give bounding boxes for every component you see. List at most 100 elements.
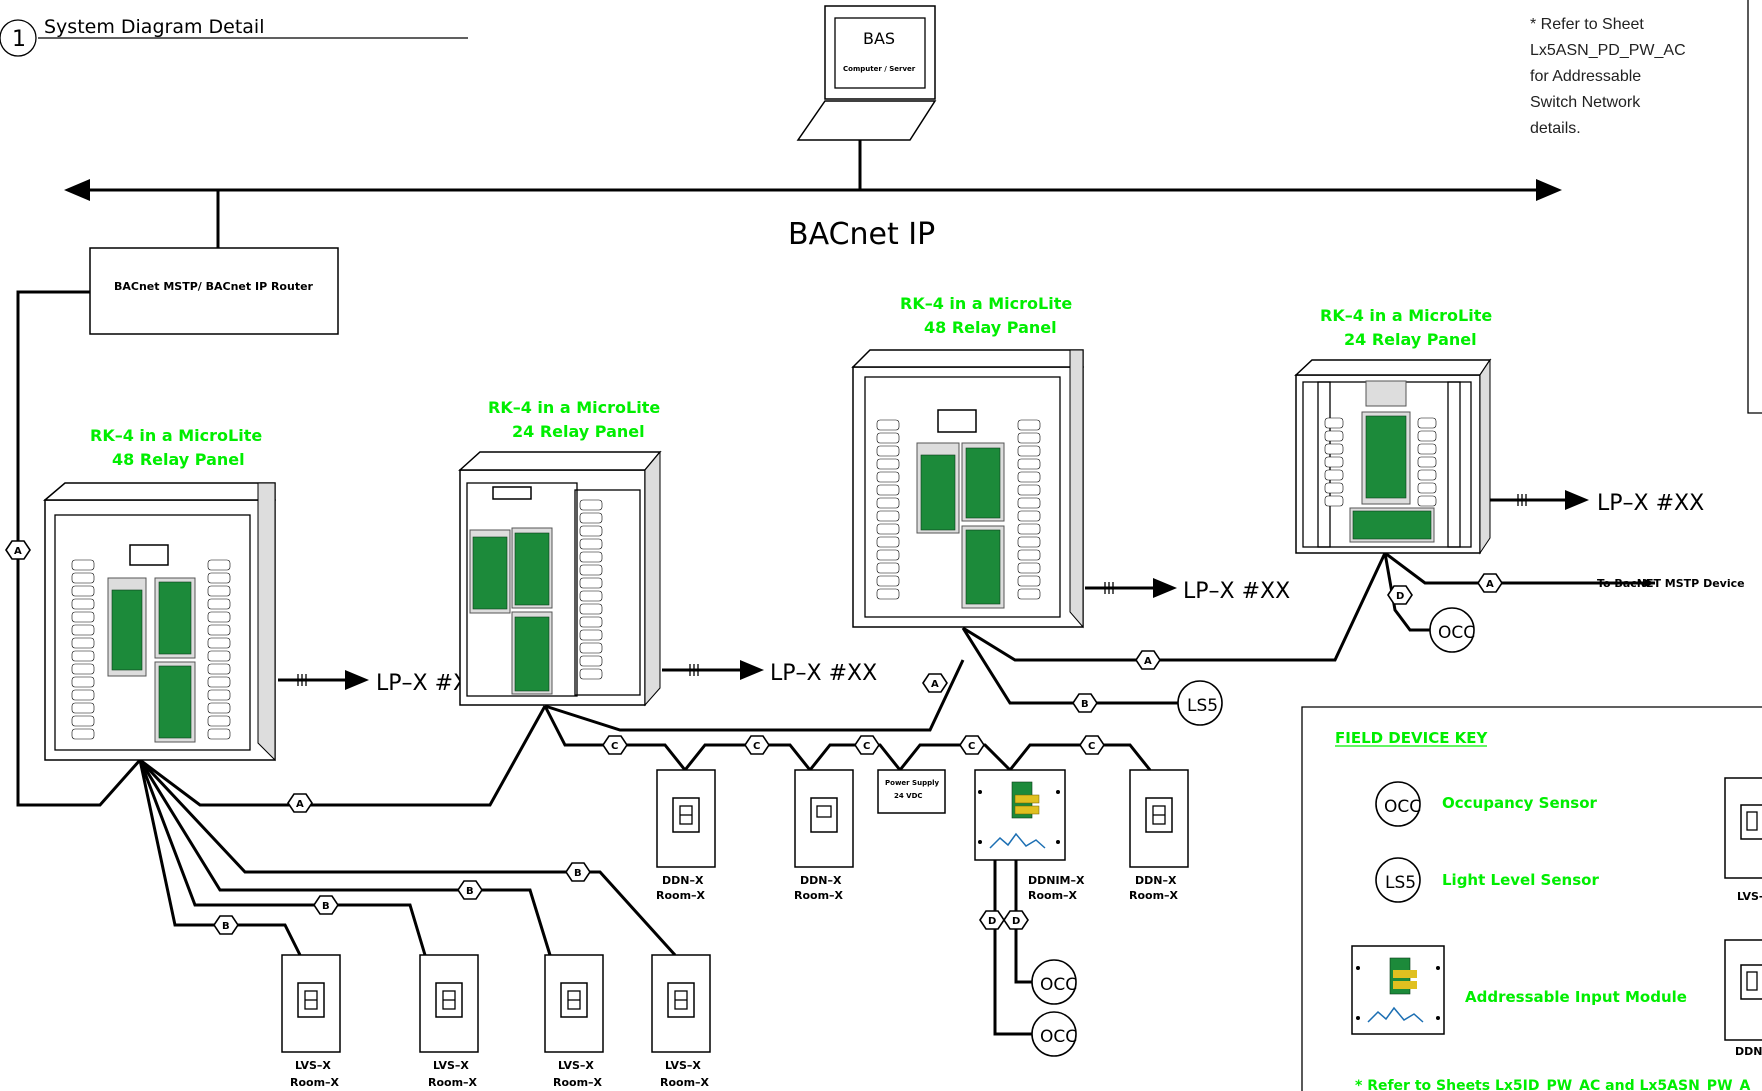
panel-title-line2: 48 Relay Panel <box>924 318 1057 337</box>
cable-tag-b: B <box>1081 699 1089 710</box>
device-label-line2: Room–X <box>553 1076 603 1089</box>
cable-tag-a: A <box>1144 656 1152 667</box>
light-level-sensor: LS5 <box>1177 680 1223 726</box>
power-supply-line2: 24 VDC <box>894 792 923 800</box>
panel-title-line1: RK–4 in a MicroLite <box>1320 306 1492 325</box>
cable-tag-a: A <box>296 799 304 810</box>
breaker <box>1017 575 1041 587</box>
breaker <box>1017 588 1041 600</box>
panel-feed-label: LP–X #XX <box>1597 491 1704 516</box>
breaker <box>207 611 231 623</box>
breaker-column <box>876 419 900 600</box>
breaker <box>207 650 231 662</box>
breaker <box>71 702 95 714</box>
breaker <box>71 611 95 623</box>
breaker <box>579 564 603 576</box>
to-mstp-device: To BacNET MSTP Device <box>1597 577 1745 590</box>
breaker <box>579 499 603 511</box>
sensor-label: OCC <box>1438 623 1475 643</box>
breaker <box>71 715 95 727</box>
note-line: for Addressable <box>1530 68 1641 85</box>
device-label-line1: LVS–X <box>558 1059 594 1072</box>
cable-tag-b: B <box>574 868 582 879</box>
cable-tag-c: C <box>968 741 975 752</box>
cable-tag-a: A <box>14 546 22 557</box>
note-block: * Refer to Sheet Lx5ASN_PD_PW_AC for Add… <box>1530 16 1686 137</box>
sensor-label: OCC <box>1040 975 1077 995</box>
breaker <box>207 663 231 675</box>
occupancy-sensor: OCC <box>1031 1011 1077 1057</box>
cable-tag-a: A <box>1486 579 1494 590</box>
lvs-device: LVS–X Room–X <box>281 954 341 1089</box>
breaker <box>579 642 603 654</box>
device-label-line1: LVS–X <box>433 1059 469 1072</box>
detail-number-bubble <box>0 19 37 57</box>
breaker <box>876 445 900 457</box>
device-label-line2: Room–X <box>660 1076 710 1089</box>
panel-feed-label: LP–X #XX <box>1183 579 1290 604</box>
breaker <box>1017 458 1041 470</box>
breaker <box>1324 482 1344 494</box>
router-label: BACnet MSTP/ BACnet IP Router <box>114 280 314 293</box>
breaker <box>1417 430 1437 442</box>
key-module-label: Addressable Input Module <box>1465 988 1687 1006</box>
breaker <box>207 676 231 688</box>
relay-panel-2: RK–4 in a MicroLite 24 Relay Panel LP–X … <box>458 398 877 707</box>
breaker <box>1017 562 1041 574</box>
relay-panel-3: RK–4 in a MicroLite 48 Relay Panel LP–X … <box>851 294 1290 629</box>
cable-tag-c: C <box>753 741 760 752</box>
breaker <box>1017 510 1041 522</box>
device-label-line2: Room–X <box>794 889 844 902</box>
breaker <box>579 668 603 680</box>
ddn-device: DDN–X Room–X <box>1129 769 1189 902</box>
breaker <box>579 603 603 615</box>
breaker <box>207 728 231 740</box>
breaker <box>71 559 95 571</box>
device-label-line2: Room–X <box>290 1076 340 1089</box>
ddn-device: DDN–X Room–X <box>656 769 716 902</box>
network-label: BACnet IP <box>788 217 935 252</box>
panel-title-line2: 24 Relay Panel <box>1344 330 1477 349</box>
panel-title-line2: 48 Relay Panel <box>112 450 245 469</box>
breaker-column <box>1017 419 1041 600</box>
note-line: Lx5ASN_PD_PW_AC <box>1530 42 1686 59</box>
breaker <box>207 637 231 649</box>
note-line: * Refer to Sheet <box>1530 16 1644 33</box>
breaker <box>207 559 231 571</box>
breaker <box>1324 417 1344 429</box>
field-device-key: FIELD DEVICE KEY OCC Occupancy Sensor LS… <box>1301 706 1762 1091</box>
sensor-label: LS5 <box>1187 696 1218 716</box>
power-supply: Power Supply 24 VDC <box>877 769 946 814</box>
breaker <box>1017 549 1041 561</box>
note-line: Switch Network <box>1530 94 1641 111</box>
breaker <box>71 572 95 584</box>
detail-number: 1 <box>12 27 26 52</box>
lvs-device: LVS–X Room–X <box>651 954 711 1089</box>
cable-tag-c: C <box>1088 741 1095 752</box>
breaker <box>579 616 603 628</box>
breaker <box>1017 497 1041 509</box>
breaker <box>207 598 231 610</box>
breaker <box>71 585 95 597</box>
breaker <box>207 624 231 636</box>
breaker-column <box>1324 417 1344 507</box>
breaker <box>1017 471 1041 483</box>
breaker <box>876 523 900 535</box>
ddn-device: DDN–X Room–X <box>794 769 854 902</box>
key-title: FIELD DEVICE KEY <box>1335 729 1489 747</box>
lvs-device: LVS–X Room–X <box>419 954 479 1089</box>
cable-tag-d: D <box>1396 591 1404 602</box>
breaker <box>579 590 603 602</box>
breaker <box>579 629 603 641</box>
breaker <box>1417 443 1437 455</box>
key-ls5-symbol: LS5 <box>1385 873 1416 893</box>
breaker <box>579 551 603 563</box>
cable-tags: A A A A A B B B B B C C C C C D D D <box>5 540 1503 935</box>
breaker <box>1324 495 1344 507</box>
key-occ-symbol: OCC <box>1384 797 1421 817</box>
cable-tag-a: A <box>931 679 939 690</box>
key-ls5-label: Light Level Sensor <box>1442 871 1599 889</box>
breaker <box>579 577 603 589</box>
breaker <box>579 655 603 667</box>
